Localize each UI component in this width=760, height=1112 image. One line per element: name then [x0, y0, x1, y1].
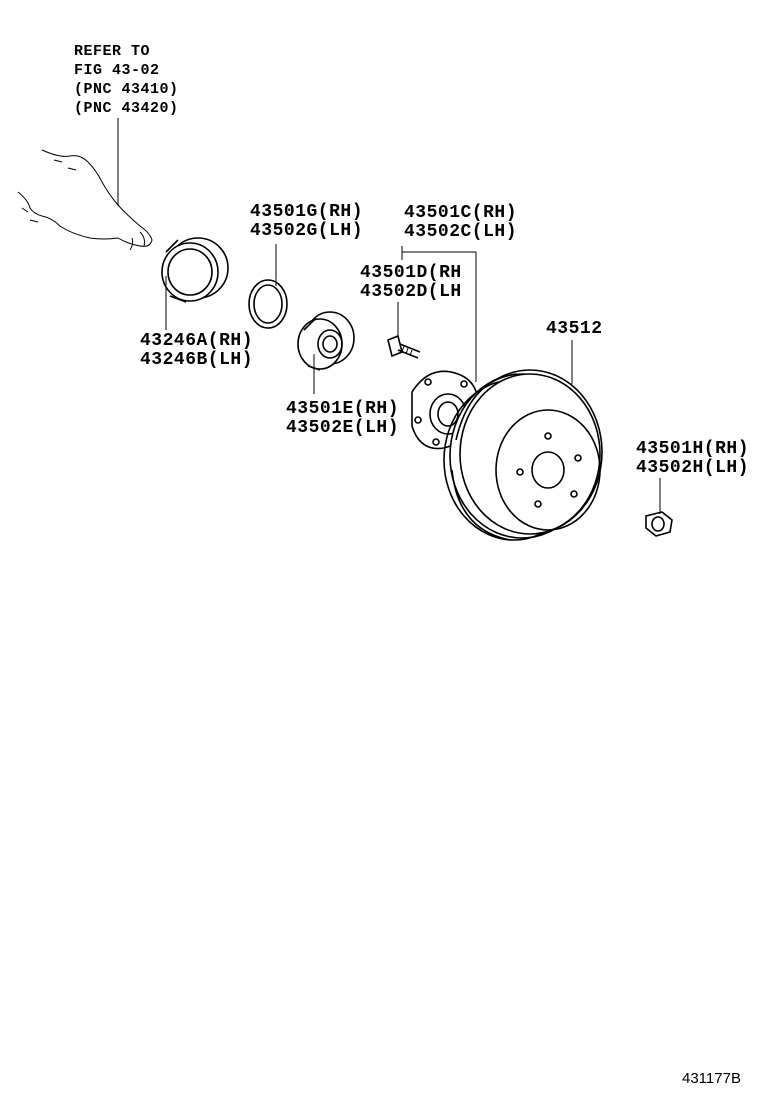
part-label-43502g[interactable]: 43502G(LH) — [250, 221, 364, 241]
refer-note-line4: (PNC 43420) — [74, 100, 179, 117]
oil-seal-shape — [161, 237, 229, 303]
refer-note-line1: REFER TO — [74, 43, 151, 60]
figure-number: 431177B — [682, 1070, 741, 1087]
hub-nut-shape — [645, 511, 673, 537]
part-label-43501e[interactable]: 43501E(RH) — [286, 399, 400, 419]
drive-shaft-shape — [17, 149, 153, 251]
brake-disc-shape — [443, 369, 603, 541]
part-label-43246b[interactable]: 43246B(LH) — [140, 350, 254, 370]
part-label-43501d[interactable]: 43501D(RH — [360, 263, 462, 283]
part-label-43502e[interactable]: 43502E(LH) — [286, 418, 400, 438]
snap-ring-shape — [248, 279, 288, 329]
part-label-43246a[interactable]: 43246A(RH) — [140, 331, 254, 351]
part-label-43501h[interactable]: 43501H(RH) — [636, 439, 750, 459]
refer-note-line2: FIG 43-02 — [74, 62, 160, 79]
refer-note-line3: (PNC 43410) — [74, 81, 179, 98]
part-label-43502c[interactable]: 43502C(LH) — [404, 222, 518, 242]
part-label-43502h[interactable]: 43502H(LH) — [636, 458, 750, 478]
part-label-43512[interactable]: 43512 — [546, 319, 603, 339]
bearing-shape — [297, 311, 355, 371]
hub-bolt-shape — [387, 334, 421, 359]
part-label-43501c[interactable]: 43501C(RH) — [404, 203, 518, 223]
part-label-43502d[interactable]: 43502D(LH — [360, 282, 462, 302]
part-label-43501g[interactable]: 43501G(RH) — [250, 202, 364, 222]
